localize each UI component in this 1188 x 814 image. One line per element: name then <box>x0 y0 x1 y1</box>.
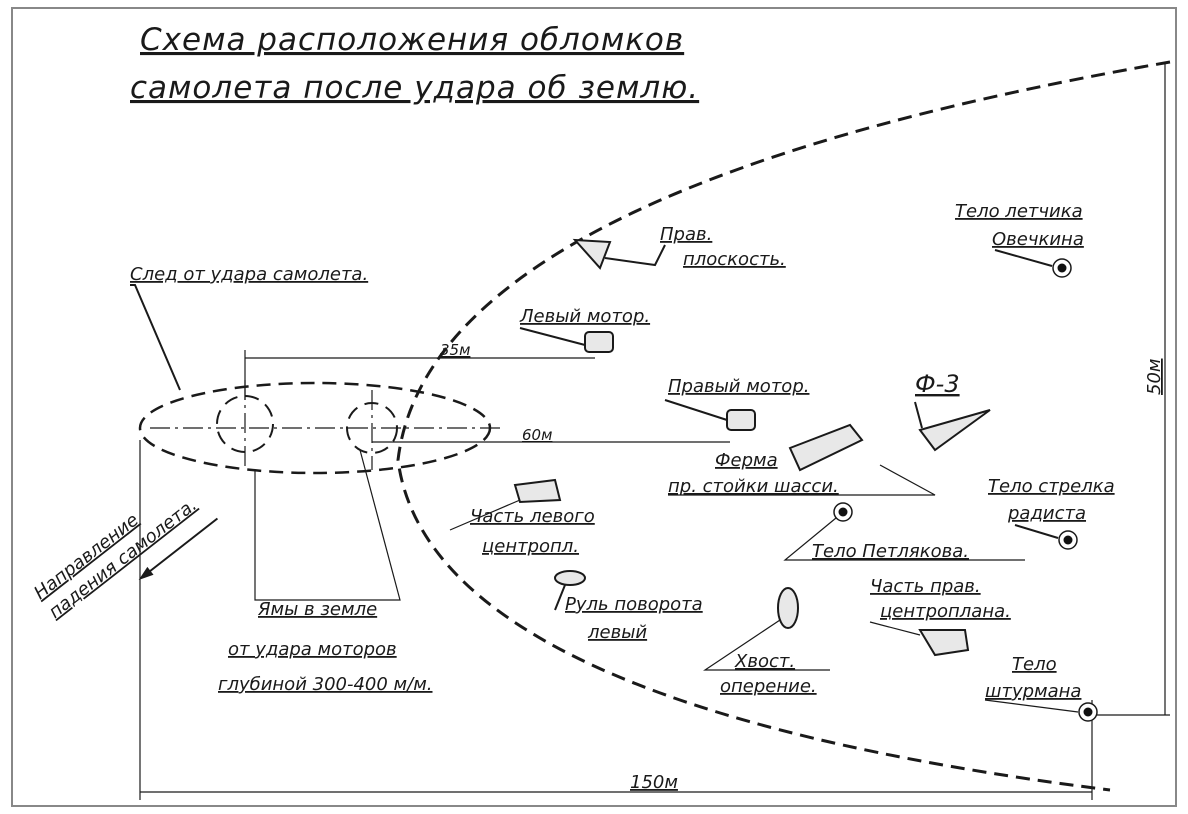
right-center-label-1: Часть прав. <box>870 576 981 597</box>
right-engine-label: Правый мотор. <box>668 376 809 397</box>
title-line1: Схема расположения обломков <box>140 22 684 58</box>
dim-150: 150м <box>630 772 678 793</box>
body-marker-petlyakov <box>833 502 853 522</box>
pits-label-2: от удара моторов <box>228 639 397 660</box>
pit-1 <box>216 395 274 453</box>
rudder-label-1: Руль поворота <box>565 594 703 615</box>
navigator-label-1: Тело <box>1012 654 1057 675</box>
rudder-fragment <box>554 570 586 586</box>
right-wing-fragment <box>572 238 612 270</box>
pilot-label-1: Тело летчика <box>955 201 1083 222</box>
body-marker-navigator <box>1078 702 1098 722</box>
body-marker-gunner <box>1058 530 1078 550</box>
tail-label-1: Хвост. <box>734 651 795 672</box>
gear-label-2: пр. стойки шасси. <box>668 476 839 497</box>
left-engine-fragment <box>584 331 614 353</box>
petlyakov-label: Тело Петлякова. <box>812 541 969 562</box>
impact-trace-label: След от удара самолета. <box>130 264 368 285</box>
f3-fragment <box>918 409 991 452</box>
right-wing-label-1: Прав. <box>660 224 712 245</box>
pits-label-3: глубиной 300-400 м/м. <box>218 674 433 695</box>
left-center-label-1: Часть левого <box>470 506 595 527</box>
f3-label: Ф-3 <box>915 370 960 398</box>
left-engine-label: Левый мотор. <box>519 306 650 327</box>
right-engine-fragment <box>726 409 756 431</box>
rudder-label-2: левый <box>587 622 647 643</box>
frame <box>11 7 1177 807</box>
title-line2: самолета после удара об землю. <box>130 70 699 106</box>
body-marker-pilot <box>1052 258 1072 278</box>
right-center-label-2: центроплана. <box>880 601 1011 622</box>
pilot-label-2: Овечкина <box>992 229 1084 250</box>
gunner-label-1: Тело стрелка <box>988 476 1115 497</box>
navigator-label-2: штурмана <box>985 681 1081 702</box>
leader <box>130 284 181 391</box>
right-center-fragment <box>918 629 970 657</box>
pits-label-1: Ямы в земле <box>257 599 377 620</box>
dim-60: 60м <box>522 426 552 444</box>
gear-fragment <box>788 423 864 472</box>
right-wing-label-2: плоскость. <box>683 249 786 270</box>
dim-35: 35м <box>440 341 470 359</box>
dim-50: 50м <box>1144 359 1165 395</box>
left-center-fragment <box>513 478 562 504</box>
tail-label-2: оперение. <box>720 676 817 697</box>
gear-label-1: Ферма <box>715 450 778 471</box>
tail-fragment <box>777 587 799 629</box>
debris-boundary <box>396 60 1171 792</box>
left-center-label-2: центропл. <box>482 536 579 557</box>
gunner-label-2: радиста <box>1007 503 1086 524</box>
